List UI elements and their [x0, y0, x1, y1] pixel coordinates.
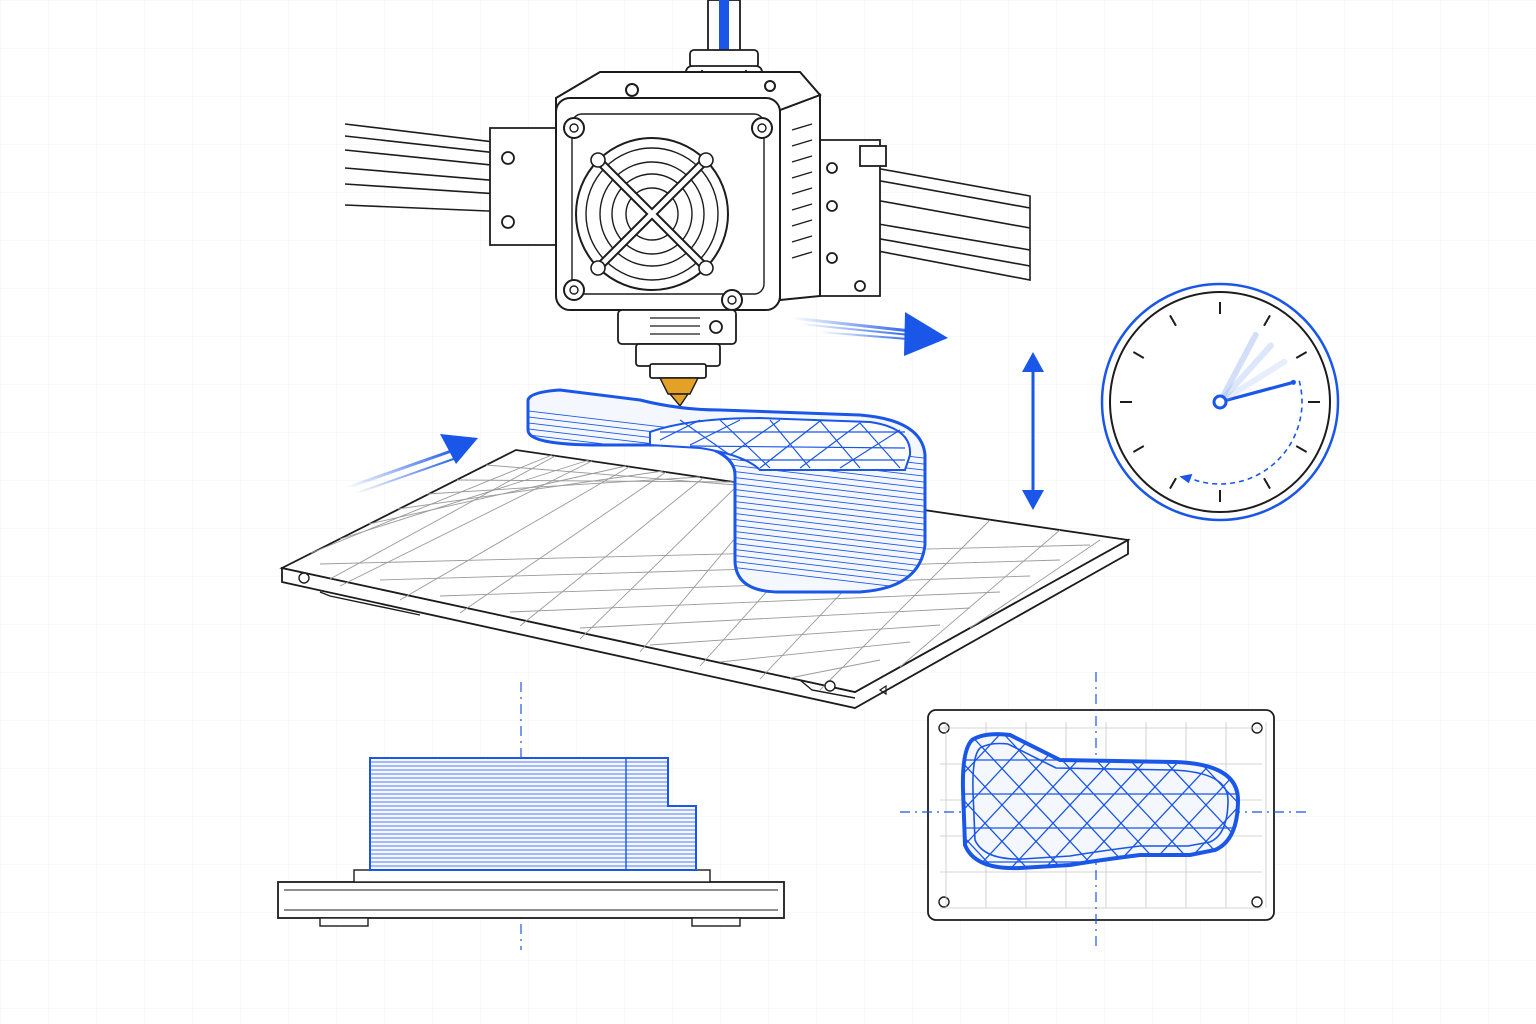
top-view: [900, 672, 1310, 950]
clock-tick: [1169, 477, 1177, 490]
clock-hand-trail: [1217, 358, 1288, 405]
side-view-layer-lines: [371, 761, 696, 867]
printed-part-infill: [659, 419, 906, 469]
clock-hand-tip: [1290, 379, 1296, 385]
infill-line: [962, 734, 1005, 869]
clock-icon: [1100, 282, 1340, 522]
clock-sweep-head: [1179, 473, 1193, 484]
clock-tick: [1263, 314, 1271, 327]
clock-hands: [1217, 331, 1296, 405]
nozzle-tip: [658, 377, 700, 408]
clock-hand-trail: [1217, 342, 1274, 405]
motion-arrow-icon: [345, 312, 948, 495]
clock-ticks: [1120, 302, 1320, 502]
build-plate-grid: [310, 454, 1101, 691]
clock-hand: [1218, 380, 1296, 404]
filament-tube: [707, 0, 741, 53]
clock-sweep: [1185, 380, 1303, 485]
clock-tick: [1263, 477, 1271, 490]
clock-hand-trail: [1217, 331, 1259, 405]
carriage-plates: [489, 127, 887, 297]
side-view: [277, 682, 785, 950]
clock-tick: [1295, 445, 1308, 453]
clock-tick: [1295, 351, 1308, 359]
clock-tick: [1169, 314, 1177, 327]
hotend-fan-icon: [575, 137, 729, 291]
clock-tick: [1132, 351, 1145, 359]
clock-tick: [1132, 445, 1145, 453]
vertical-arrow-icon: [1022, 352, 1044, 510]
infill-line: [1135, 734, 1238, 869]
infill-line: [962, 734, 1005, 869]
infill-line: [962, 734, 1073, 869]
infill-line: [962, 734, 1039, 869]
